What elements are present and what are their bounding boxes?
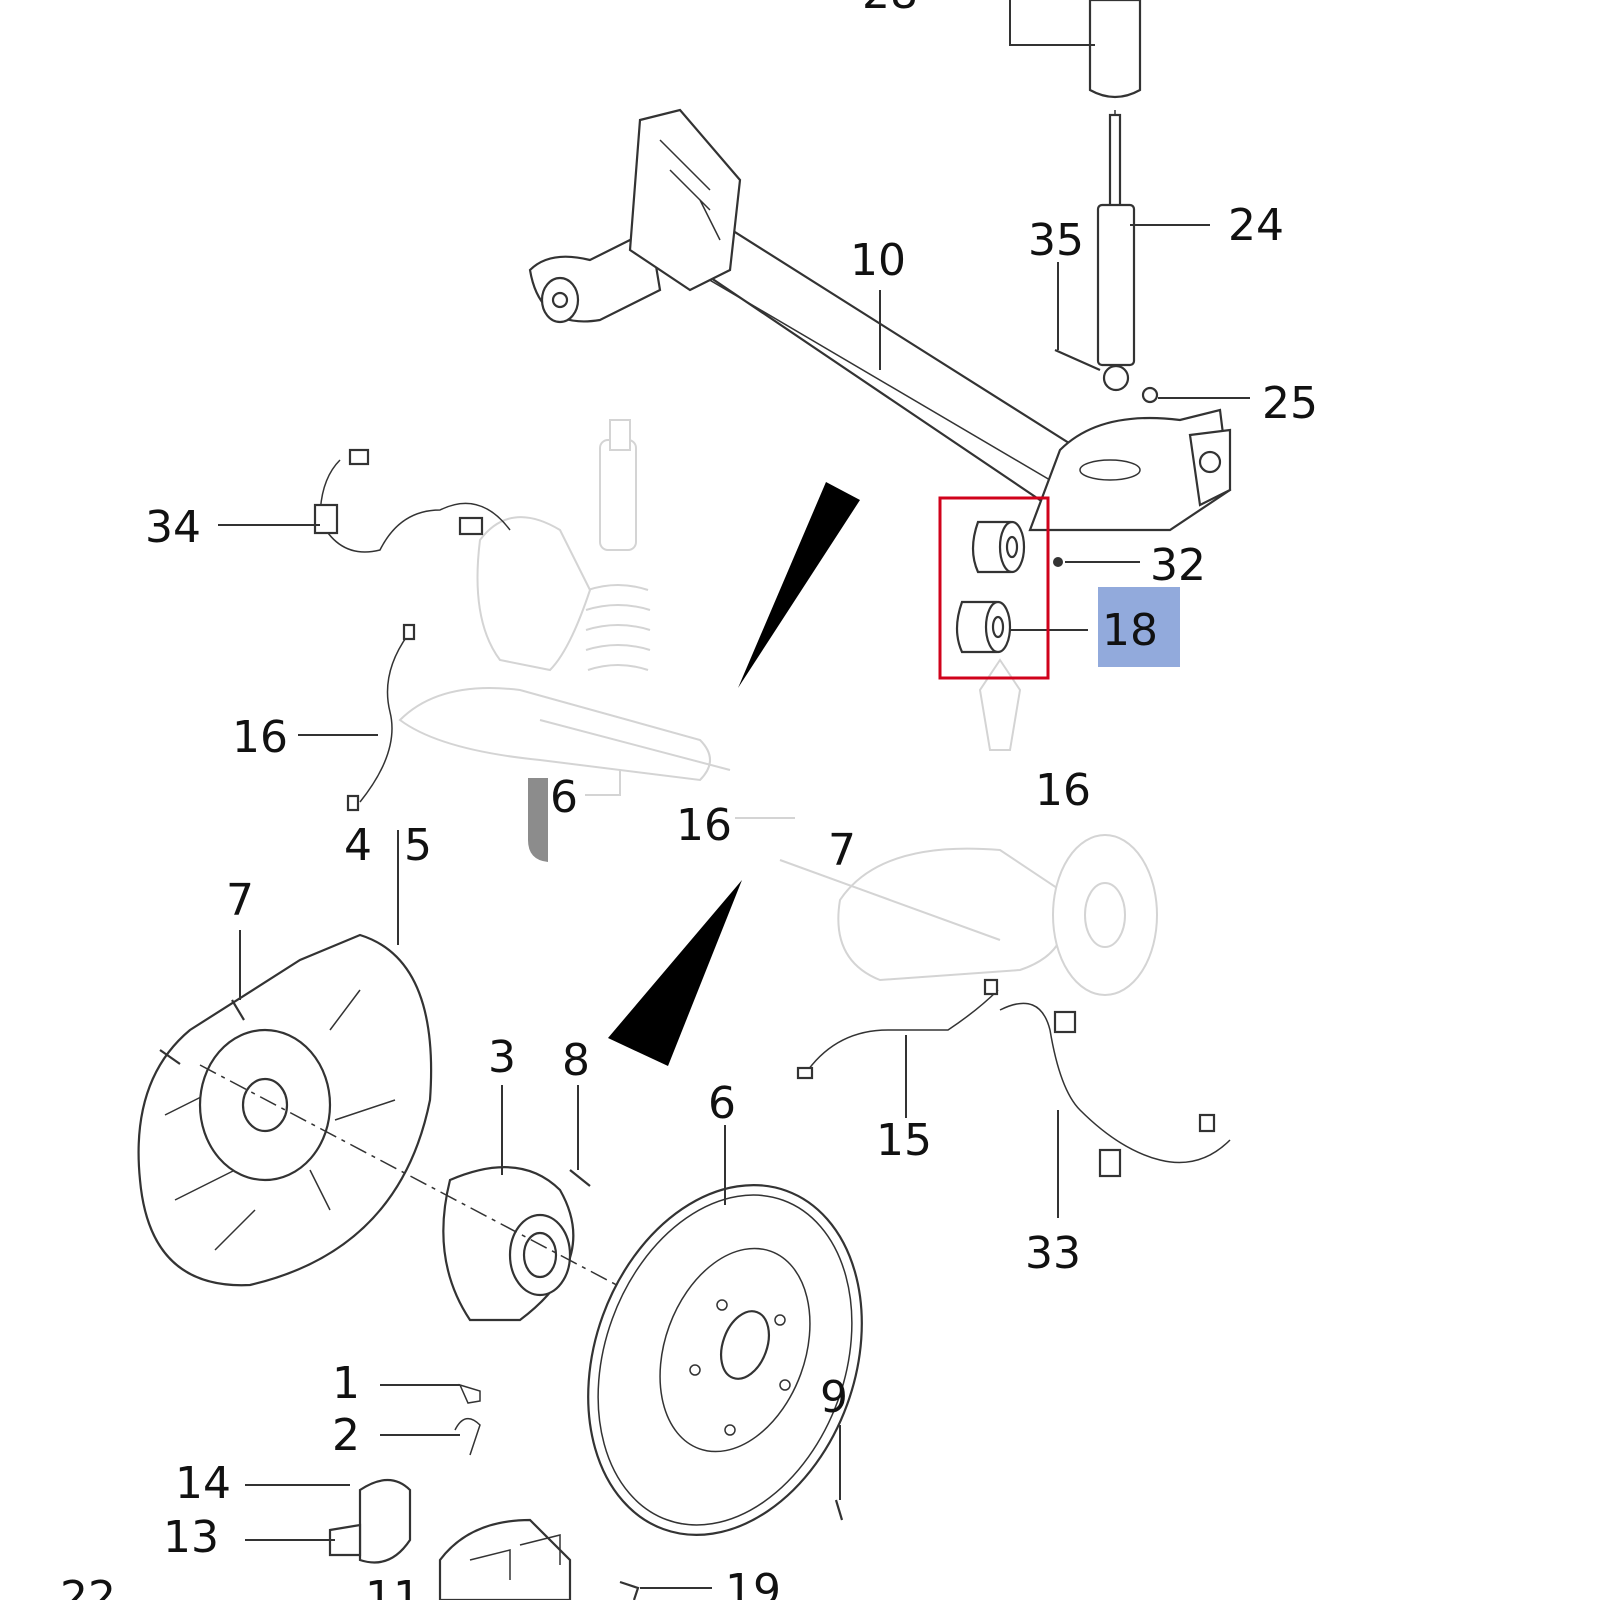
- callout-19: 19: [725, 1565, 781, 1600]
- callout-4: 4: [344, 820, 372, 871]
- callout-10: 10: [850, 235, 906, 286]
- bolt-left: [231, 999, 245, 1021]
- caliper-assembly: [328, 1478, 640, 1600]
- callout-6-ghost: 6: [550, 772, 578, 823]
- ghost-fragment-grey: [528, 778, 548, 862]
- bolt-hub: [569, 1169, 591, 1187]
- callout-7-left: 7: [226, 875, 254, 926]
- callout-1: 1: [332, 1358, 360, 1409]
- small-clip: [458, 1383, 481, 1404]
- selected-callout-highlight: [1098, 587, 1180, 667]
- brake-backing-plate: [137, 933, 433, 1287]
- callout-18: 18: [1102, 605, 1158, 656]
- callout-13: 13: [163, 1512, 219, 1563]
- callout-28: 28: [862, 0, 918, 19]
- callout-2: 2: [332, 1410, 360, 1461]
- bolt-left-2: [159, 1049, 181, 1065]
- bushing-upper: [971, 520, 1026, 574]
- fastener-dot: [1053, 557, 1063, 567]
- callout-7-center: 7: [828, 825, 856, 876]
- callout-35: 35: [1028, 215, 1084, 266]
- bolt: [1054, 348, 1101, 372]
- direction-wedge-lower: [608, 880, 742, 1066]
- callout-3: 3: [488, 1032, 516, 1083]
- callout-32: 32: [1150, 540, 1206, 591]
- wheel-hub: [442, 1166, 575, 1322]
- callout-8: 8: [562, 1035, 590, 1086]
- callout-33: 33: [1025, 1228, 1081, 1279]
- callout-34: 34: [145, 502, 201, 553]
- callout-15: 15: [876, 1115, 932, 1166]
- bushing-lower: [955, 600, 1012, 654]
- shock-absorber: [1088, 0, 1142, 392]
- brake-hose-left: [346, 623, 416, 812]
- callout-22: 22: [60, 1572, 116, 1600]
- callout-9: 9: [820, 1372, 848, 1423]
- callout-labels: 28 10 35 24 25 34 32 18 16 16 16 6 4 5 7…: [60, 0, 1318, 1600]
- direction-wedge-upper: [738, 482, 860, 688]
- callout-14: 14: [175, 1458, 231, 1509]
- abs-sensor-lower: [999, 1002, 1231, 1178]
- highlight-box: [938, 496, 1050, 680]
- callout-11: 11: [365, 1572, 421, 1600]
- ghost-assembly-upper: [398, 419, 1022, 782]
- spring-clip: [454, 1417, 481, 1456]
- screw-disc: [834, 1499, 844, 1521]
- callout-16-left: 16: [232, 712, 288, 763]
- callout-5: 5: [404, 820, 432, 871]
- callout-24: 24: [1228, 200, 1284, 251]
- callout-25: 25: [1262, 378, 1318, 429]
- callout-16-right: 16: [1035, 765, 1091, 816]
- nut: [1141, 386, 1159, 404]
- ghost-assembly-lower: [779, 834, 1158, 996]
- brake-hose-right: [796, 978, 999, 1080]
- callout-16-center: 16: [676, 800, 732, 851]
- brake-disc: [587, 1184, 863, 1536]
- rear-axle-beam: [528, 108, 1232, 532]
- abs-sensor-upper: [313, 448, 511, 553]
- callout-6: 6: [708, 1078, 736, 1129]
